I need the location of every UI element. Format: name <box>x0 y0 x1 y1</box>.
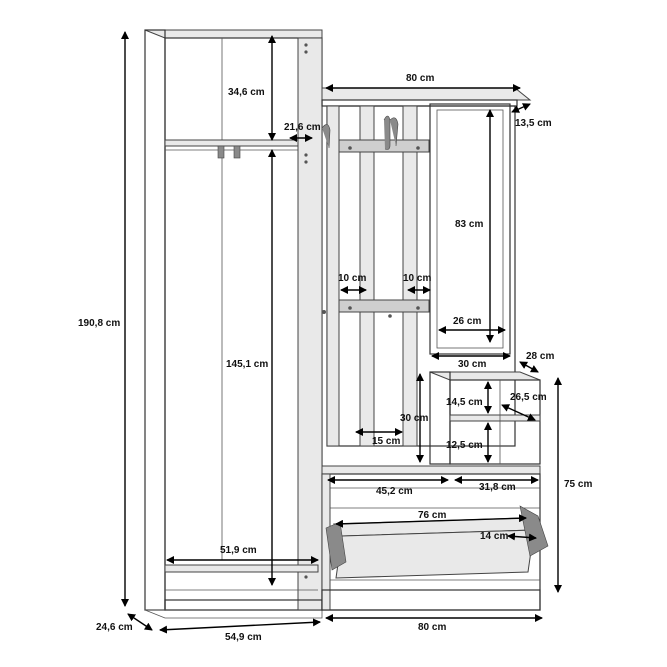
label-cube-depth: 28 cm <box>526 351 554 362</box>
label-top-width: 80 cm <box>406 73 434 84</box>
label-upper-shelf-height: 34,6 cm <box>228 87 265 98</box>
shoe-bench-unit <box>321 465 549 611</box>
label-cube-height: 30 cm <box>400 413 428 424</box>
hook-panel-unit <box>321 87 532 447</box>
wardrobe-unit <box>144 29 323 619</box>
label-hook-spacing-left: 10 cm <box>338 273 366 284</box>
label-hook-panel-depth: 13,5 cm <box>515 118 552 129</box>
label-shelf-depth: 21,6 cm <box>284 122 321 133</box>
door-hinge-icon <box>304 43 308 579</box>
label-mirror-height: 83 cm <box>455 219 483 230</box>
label-total-height: 190,8 cm <box>78 318 120 329</box>
label-cube-shelf-height: 14,5 cm <box>446 397 483 408</box>
label-cube-width: 31,8 cm <box>479 482 516 493</box>
dimension-labels: 190,8 cm 34,6 cm 21,6 cm 80 cm 13,5 cm 8… <box>78 73 592 643</box>
label-shoe-compartment-depth: 14 cm <box>480 531 508 542</box>
label-hook-panel-gap: 15 cm <box>372 436 400 447</box>
label-bench-width: 80 cm <box>418 622 446 633</box>
coat-hook-icon <box>348 115 420 318</box>
label-bench-height: 75 cm <box>564 479 592 490</box>
label-cube-lower-height: 12,5 cm <box>446 440 483 451</box>
dimension-lines <box>121 31 562 634</box>
side-hook-icon <box>321 124 331 314</box>
label-wardrobe-inner-width: 51,9 cm <box>220 545 257 556</box>
label-mirror-inner-width: 26 cm <box>453 316 481 327</box>
label-wardrobe-depth: 24,6 cm <box>96 622 133 633</box>
label-hook-spacing-right: 10 cm <box>403 273 431 284</box>
label-cube-inner-depth: 26,5 cm <box>510 392 547 403</box>
label-mirror-width: 30 cm <box>458 359 486 370</box>
label-wardrobe-width: 54,9 cm <box>225 632 262 643</box>
rail-bracket-icon <box>217 145 241 159</box>
label-wardrobe-lower-height: 145,1 cm <box>226 359 268 370</box>
label-shoe-flap-width: 76 cm <box>418 510 446 521</box>
label-bench-left-width: 45,2 cm <box>376 486 413 497</box>
